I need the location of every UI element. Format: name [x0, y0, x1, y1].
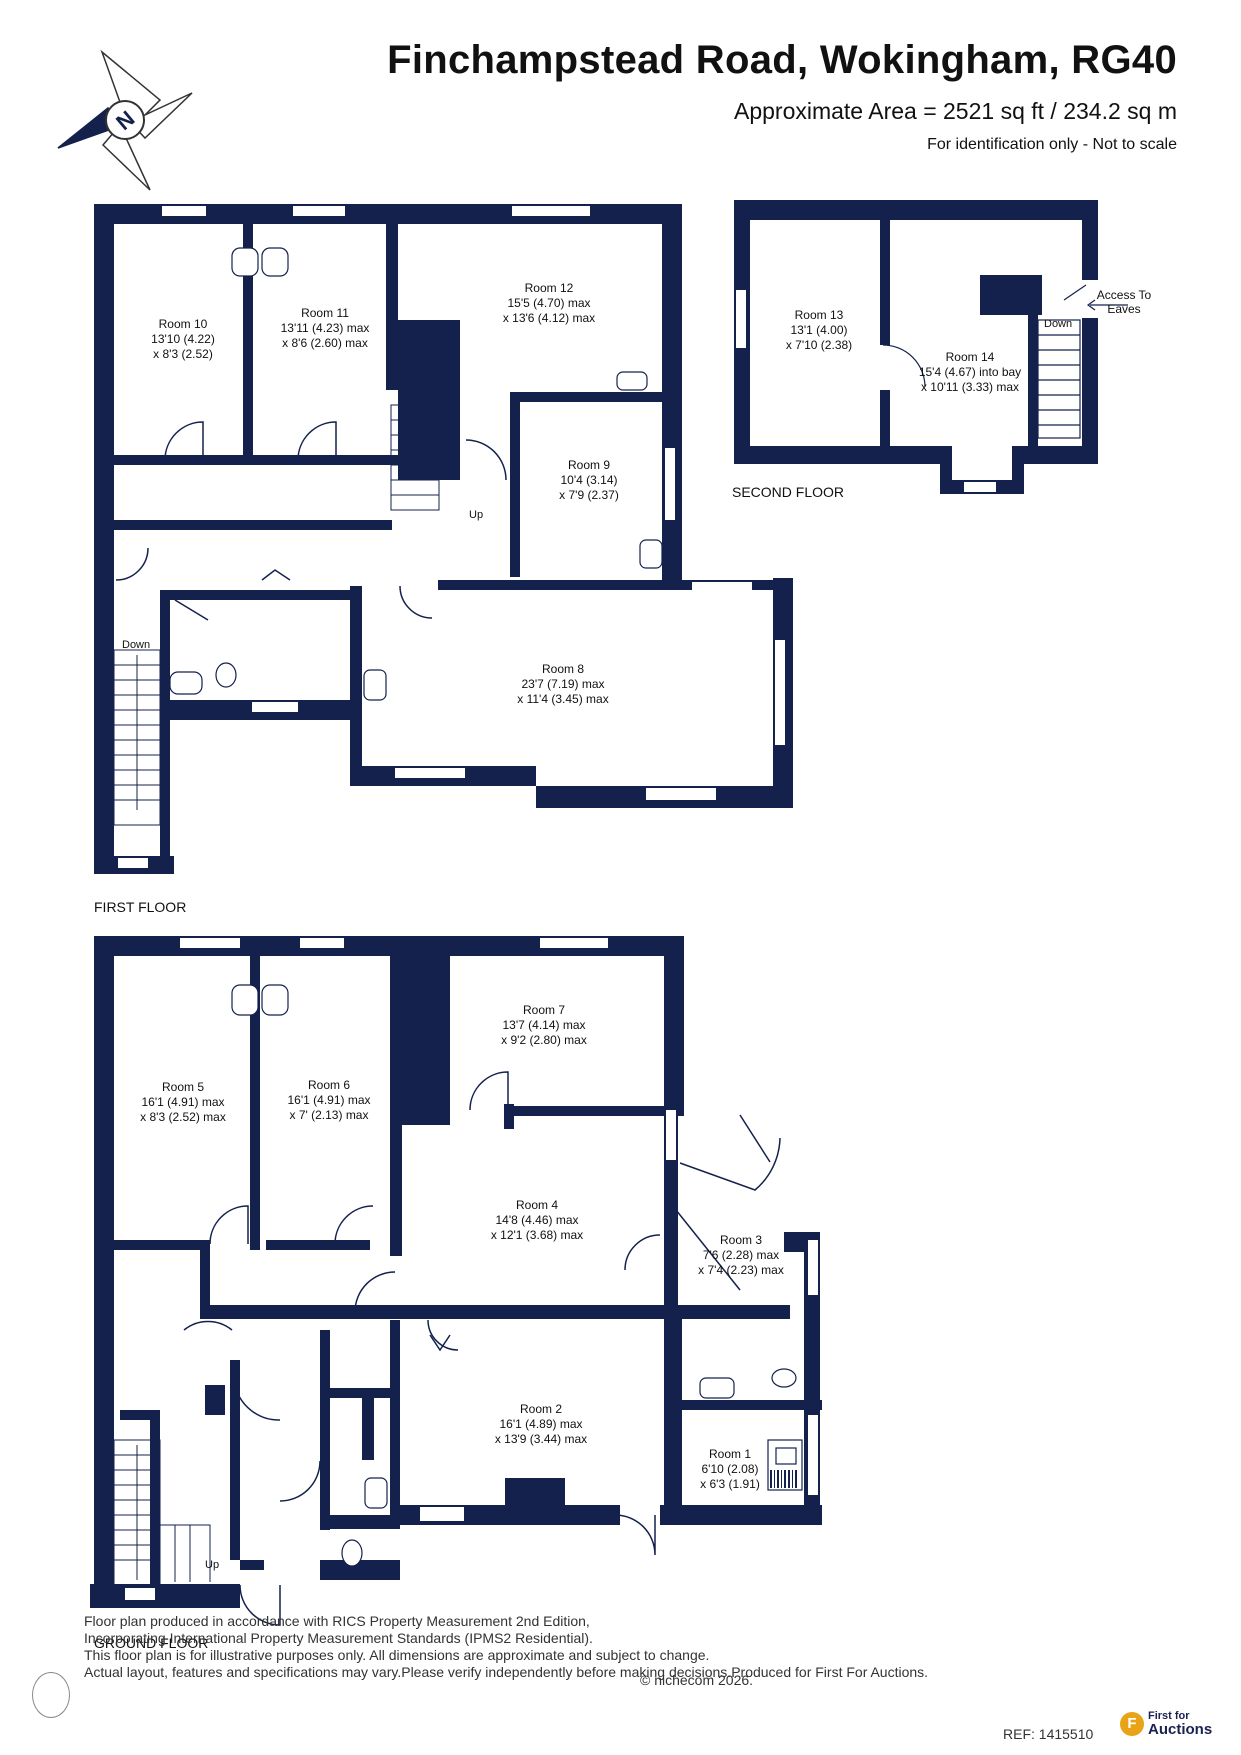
- room-4-dim2: x 12'1 (3.68) max: [491, 1228, 583, 1242]
- footer-line-4: Actual layout, features and specificatio…: [84, 1664, 929, 1680]
- stairs-down-label: Down: [122, 639, 150, 651]
- ground-floor-stairs: [113, 1439, 211, 1586]
- first-floor-doors: [115, 421, 507, 621]
- room-13-dim2: x 7'10 (2.38): [786, 338, 852, 352]
- room-3-dim2: x 7'4 (2.23) max: [698, 1263, 784, 1277]
- ground-floor-windows: [125, 938, 818, 1600]
- first-floor-windows: [118, 206, 785, 868]
- footer-line-2: Incorporating International Property Mea…: [84, 1630, 593, 1646]
- second-floor-down-label: Down: [1044, 318, 1072, 330]
- first-floor-stairs: [113, 404, 440, 826]
- room-11-dim2: x 8'6 (2.60) max: [282, 336, 368, 350]
- room-9-dim1: 10'4 (3.14): [561, 473, 618, 487]
- scale-note: For identification only - Not to scale: [927, 136, 1177, 153]
- copyright: © nichecom 2026.: [640, 1672, 754, 1688]
- room-12-name: Room 12: [525, 281, 574, 295]
- room-1-dim2: x 6'3 (1.91): [700, 1477, 760, 1491]
- second-floor-fixtures: [882, 284, 1128, 439]
- stairs-up-label: Up: [469, 509, 483, 521]
- brand-small: First for: [1148, 1710, 1190, 1722]
- room-3-name: Room 3: [720, 1233, 762, 1247]
- room-9-name: Room 9: [568, 458, 610, 472]
- brand-badge-icon: F: [1120, 1711, 1144, 1736]
- page-title: Finchampstead Road, Wokingham, RG40: [387, 38, 1177, 82]
- room-11-name: Room 11: [301, 306, 349, 320]
- access-eaves-line2: Eaves: [1107, 302, 1140, 316]
- first-floor-label: FIRST FLOOR: [94, 899, 186, 915]
- footer-disclaimer: Floor plan produced in accordance with R…: [84, 1613, 928, 1681]
- footer-line-1: Floor plan produced in accordance with R…: [84, 1613, 590, 1629]
- room-12-dim1: 15'5 (4.70) max: [508, 296, 591, 310]
- room-6-dim1: 16'1 (4.91) max: [288, 1093, 371, 1107]
- person-scale-icon: [32, 1672, 70, 1718]
- room-14-dim1: 15'4 (4.67) into bay: [919, 365, 1021, 379]
- second-floor-windows: [736, 290, 996, 492]
- ground-stairs-up-label: Up: [205, 1559, 219, 1571]
- reference-number: REF: 1415510: [1003, 1726, 1094, 1742]
- footer-line-3: This floor plan is for illustrative purp…: [84, 1647, 710, 1663]
- second-floor-label: SECOND FLOOR: [732, 484, 844, 500]
- room-10-dim2: x 8'3 (2.52): [153, 347, 213, 361]
- ground-floor-appliance: [770, 1470, 797, 1488]
- ground-floor-label: GROUND FLOOR: [94, 1635, 208, 1651]
- room-8-dim1: 23'7 (7.19) max: [522, 677, 605, 691]
- room-10-dim1: 13'10 (4.22): [151, 332, 215, 346]
- first-floor-fixtures: [169, 247, 663, 701]
- room-1-dim1: 6'10 (2.08): [702, 1462, 759, 1476]
- room-1-name: Room 1: [709, 1447, 751, 1461]
- room-5-dim2: x 8'3 (2.52) max: [140, 1110, 226, 1124]
- room-2-dim2: x 13'9 (3.44) max: [495, 1432, 587, 1446]
- brand-text: First for Auctions: [1148, 1710, 1212, 1737]
- room-13-dim1: 13'1 (4.00): [791, 323, 848, 337]
- room-12-dim2: x 13'6 (4.12) max: [503, 311, 595, 325]
- room-6-dim2: x 7' (2.13) max: [290, 1108, 369, 1122]
- room-5-name: Room 5: [162, 1080, 204, 1094]
- room-13-name: Room 13: [795, 308, 844, 322]
- compass-icon: N: [57, 49, 193, 191]
- room-2-dim1: 16'1 (4.89) max: [500, 1417, 583, 1431]
- room-8-name: Room 8: [542, 662, 584, 676]
- room-10-name: Room 10: [159, 317, 208, 331]
- room-7-dim1: 13'7 (4.14) max: [503, 1018, 586, 1032]
- room-11-dim1: 13'11 (4.23) max: [281, 321, 370, 335]
- room-4-dim1: 14'8 (4.46) max: [496, 1213, 579, 1227]
- room-7-dim2: x 9'2 (2.80) max: [501, 1033, 587, 1047]
- room-4-name: Room 4: [516, 1198, 558, 1212]
- brand-big: Auctions: [1148, 1721, 1213, 1738]
- access-eaves-line1: Access To: [1097, 288, 1152, 302]
- room-7-name: Room 7: [523, 1003, 565, 1017]
- room-14-name: Room 14: [946, 350, 995, 364]
- room-8-dim2: x 11'4 (3.45) max: [517, 692, 608, 706]
- room-2-name: Room 2: [520, 1402, 562, 1416]
- room-6-name: Room 6: [308, 1078, 350, 1092]
- room-9-dim2: x 7'9 (2.37): [559, 488, 619, 502]
- room-5-dim1: 16'1 (4.91) max: [142, 1095, 225, 1109]
- room-14-dim2: x 10'11 (3.33) max: [921, 380, 1019, 394]
- brand-logo: F First for Auctions: [1120, 1710, 1212, 1737]
- approximate-area: Approximate Area = 2521 sq ft / 234.2 sq…: [733, 98, 1177, 124]
- ground-floor-doors: [183, 1071, 781, 1626]
- room-3-dim1: 7'6 (2.28) max: [703, 1248, 779, 1262]
- ground-floor-walls: [90, 936, 822, 1608]
